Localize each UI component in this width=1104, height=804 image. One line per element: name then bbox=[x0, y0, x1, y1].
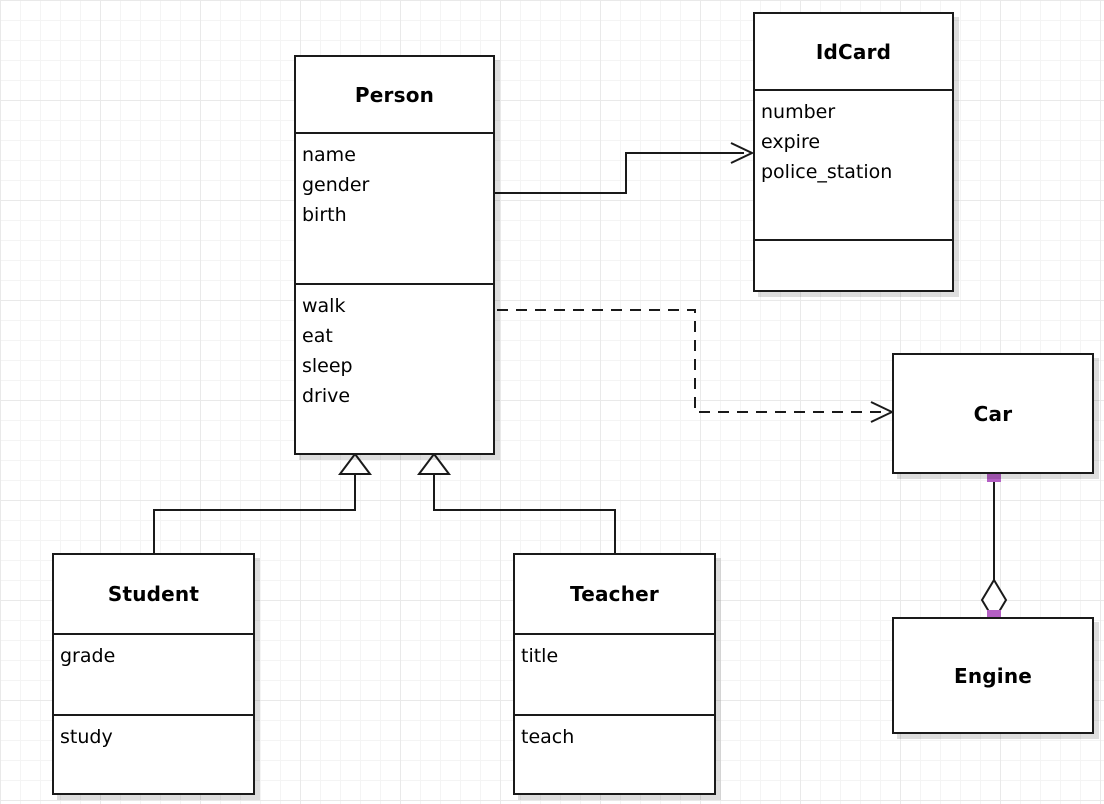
class-attribute: name bbox=[302, 144, 356, 166]
class-methods-student: study bbox=[54, 714, 253, 793]
edge-person-car[interactable] bbox=[497, 309, 895, 423]
class-name-car: Car bbox=[973, 401, 1013, 426]
class-name-person: Person bbox=[354, 82, 435, 107]
class-attribute: expire bbox=[761, 131, 821, 153]
edge-teacher-person[interactable] bbox=[417, 452, 616, 553]
class-method: sleep bbox=[302, 355, 353, 377]
class-method: drive bbox=[302, 385, 351, 407]
class-methods-teacher: teach bbox=[515, 714, 714, 793]
class-title-compartment-person: Person bbox=[296, 57, 493, 132]
class-box-car[interactable]: Car bbox=[892, 353, 1094, 474]
class-method: walk bbox=[302, 295, 346, 317]
class-method: study bbox=[60, 726, 113, 748]
class-attributes-student: grade bbox=[54, 633, 253, 714]
class-name-student: Student bbox=[107, 582, 200, 606]
class-method: teach bbox=[521, 726, 575, 748]
class-methods-person: walk eat sleep drive bbox=[296, 283, 493, 453]
class-attribute: title bbox=[521, 645, 559, 667]
class-name-teacher: Teacher bbox=[570, 582, 659, 606]
class-attributes-person: name gender birth bbox=[296, 132, 493, 283]
class-title-compartment-engine: Engine bbox=[894, 619, 1092, 732]
class-attribute: police_station bbox=[761, 161, 893, 183]
edge-student-person[interactable] bbox=[153, 452, 372, 553]
class-attribute: birth bbox=[302, 204, 347, 226]
class-attributes-idcard: number expire police_station bbox=[755, 89, 952, 239]
edge-car-engine[interactable] bbox=[980, 468, 1008, 624]
class-title-compartment-idcard: IdCard bbox=[755, 14, 952, 89]
class-methods-idcard bbox=[755, 239, 952, 290]
class-title-compartment-teacher: Teacher bbox=[515, 555, 714, 633]
class-name-engine: Engine bbox=[953, 663, 1033, 688]
class-box-student[interactable]: Student grade study bbox=[52, 553, 255, 795]
class-attributes-teacher: title bbox=[515, 633, 714, 714]
class-box-person[interactable]: Person name gender birth walk eat sleep … bbox=[294, 55, 495, 455]
class-title-compartment-student: Student bbox=[54, 555, 253, 633]
edge-person-idcard[interactable] bbox=[495, 142, 755, 194]
class-box-teacher[interactable]: Teacher title teach bbox=[513, 553, 716, 795]
class-attribute: number bbox=[761, 101, 836, 123]
class-method: eat bbox=[302, 325, 333, 347]
class-title-compartment-car: Car bbox=[894, 355, 1092, 472]
class-box-idcard[interactable]: IdCard number expire police_station bbox=[753, 12, 954, 292]
class-attribute: grade bbox=[60, 645, 116, 667]
class-attribute: gender bbox=[302, 174, 370, 196]
class-box-engine[interactable]: Engine bbox=[892, 617, 1094, 734]
class-name-idcard: IdCard bbox=[815, 39, 892, 64]
